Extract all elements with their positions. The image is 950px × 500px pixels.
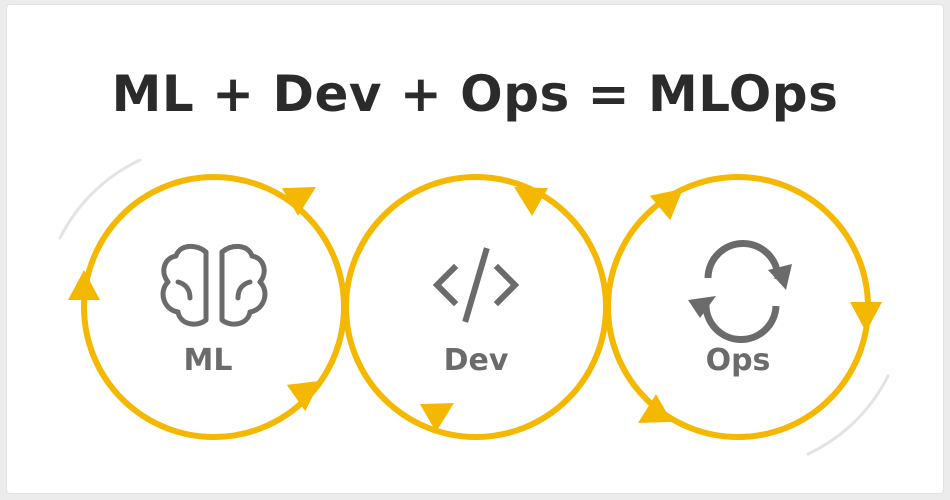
refresh-icon (688, 240, 792, 344)
arrowhead-ops-bottom (638, 394, 672, 423)
arrowhead-ops-right (850, 302, 882, 332)
page-title: ML + Dev + Ops = MLOps (111, 65, 839, 123)
dev-label: Dev (444, 343, 509, 378)
ops-label: Ops (706, 343, 771, 378)
ops-loop-circle (605, 174, 871, 440)
arrowhead-dev-top (514, 187, 548, 216)
arrowhead-dev-bottom (420, 403, 454, 432)
decorative-arc-right (806, 374, 890, 456)
ml-label: ML (184, 343, 233, 378)
arrowhead-ml-left (68, 270, 100, 300)
dev-loop-circle (343, 174, 609, 440)
arrowhead-ops-top (649, 188, 683, 221)
arrowhead-ml-top (282, 187, 316, 216)
decorative-arc-left (58, 158, 142, 240)
brain-icon (160, 244, 268, 327)
code-icon (432, 247, 520, 323)
diagram-card (6, 4, 944, 494)
arrowhead-ml-bottom (286, 380, 321, 412)
